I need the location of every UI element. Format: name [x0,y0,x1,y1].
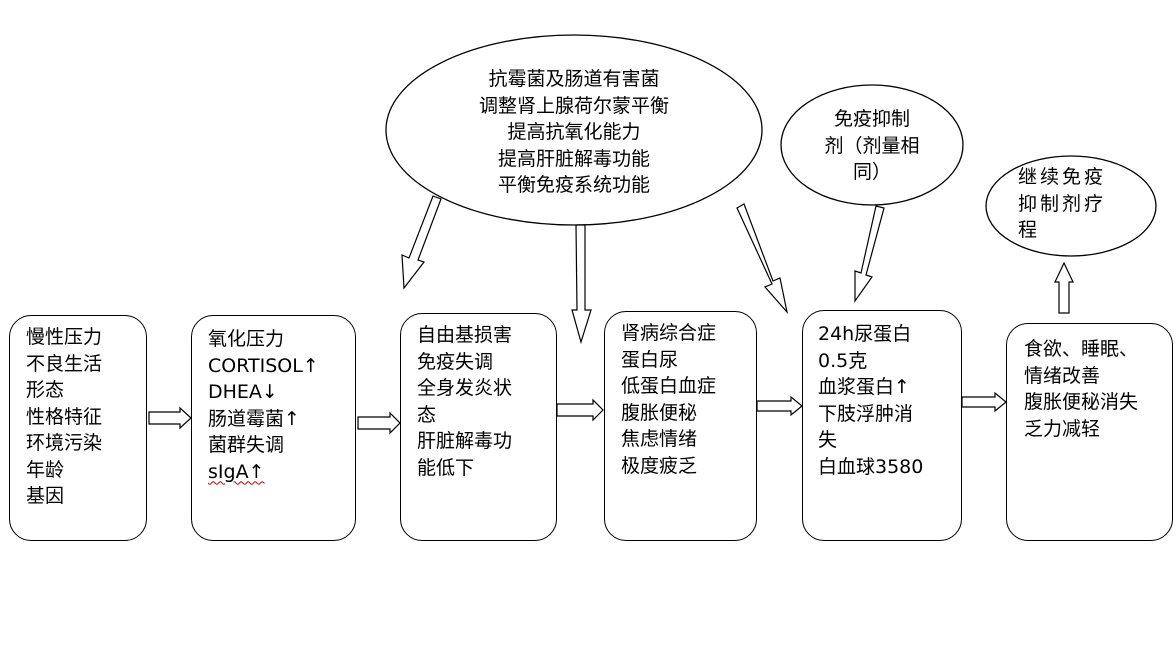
text-line: 免疫失调 [417,350,494,373]
text-line: 腹胀便秘消失 [1024,391,1139,413]
immunosuppressant-ellipse [780,84,964,206]
text-line: 态 [417,403,437,426]
text-line: 提高抗氧化能力 [507,121,641,143]
box-oxidative-stress: 氧化压力 CORTISOL↑ DHEA↓ 肠道霉菌↑ 菌群失调 sIgA↑ [191,315,356,541]
free-radical-text: 自由基损害 免疫失调 全身发炎状 态 肝脏解毒功 能低下 [417,322,512,481]
text-line: 调整肾上腺荷尔蒙平衡 [478,94,669,117]
text-line: 环境污染 [26,432,103,454]
text-line: 剂（剂量相 [824,134,920,157]
text-line: 肾病综合症 [621,322,717,344]
text-line: 0.5克 [818,349,868,372]
risk-factors-text: 慢性压力 不良生活 形态 性格特征 环境污染 年龄 基因 [26,324,102,510]
text-line: sIgA↑ [208,460,265,483]
text-line: 形态 [26,379,65,401]
text-line: 程 [1018,219,1041,241]
text-line: 肝脏解毒功 [417,430,513,452]
text-line: 平衡免疫系统功能 [497,174,650,196]
oxidative-stress-text: 氧化压力 CORTISOL↑ DHEA↓ 肠道霉菌↑ 菌群失调 sIgA↑ [208,326,319,485]
text-line: 继续免疫 [1018,166,1107,188]
text-line: 慢性压力 [26,326,103,348]
continue-treatment-ellipse [985,155,1157,257]
text-line: 抑制剂疗 [1018,192,1107,215]
text-line: 情绪改善 [1024,364,1101,387]
text-line: 低蛋白血症 [621,375,717,397]
text-line: 血浆蛋白↑ [818,376,910,398]
box-improvement: 食欲、睡眠、 情绪改善 腹胀便秘消失 乏力减轻 [1006,323,1173,541]
text-line: 年龄 [26,458,65,481]
block-arrow-down-left [854,205,885,303]
treatment-text: 抗霉菌及肠道有害菌 调整肾上腺荷尔蒙平衡 提高抗氧化能力 提高肝脏解毒功能 平衡… [424,66,724,199]
text-line: 氧化压力 [208,328,285,350]
text-line: 24h尿蛋白 [818,323,912,345]
immunosuppressant-text: 免疫抑制 剂（剂量相 同） [790,106,954,186]
text-line: 全身发炎状 [417,377,513,399]
block-arrow-right [556,398,604,422]
block-arrow-right [357,411,401,435]
treatment-ellipse [385,34,763,226]
block-arrow-down-left [401,195,442,290]
block-arrow-down [571,224,592,345]
box-nephrotic-syndrome: 肾病综合症 蛋白尿 低蛋白血症 腹胀便秘 焦虑情绪 极度疲乏 [604,311,757,541]
text-line: 免疫抑制 [833,108,910,130]
continue-treatment-text: 继续免疫 抑制剂疗 程 [1018,164,1106,244]
text-line: 蛋白尿 [621,348,679,371]
block-arrow-right [756,395,803,417]
text-line: 同） [852,161,891,183]
text-line: 肠道霉菌↑ [208,407,300,430]
text-line: 提高肝脏解毒功能 [497,147,650,170]
text-line: CORTISOL↑ [208,354,319,377]
text-line: 下肢浮肿消 [818,402,914,425]
block-arrow-right [148,406,192,430]
text-line: 能低下 [417,456,475,479]
text-line: 性格特征 [26,405,103,428]
box-lab-results: 24h尿蛋白 0.5克 血浆蛋白↑ 下肢浮肿消 失 白血球3580 [802,310,962,541]
text-line: DHEA↓ [208,381,278,403]
text-line: 菌群失调 [208,434,285,456]
text-line: 乏力减轻 [1024,417,1101,440]
text-line: 焦虑情绪 [621,428,698,450]
nephrotic-syndrome-text: 肾病综合症 蛋白尿 低蛋白血症 腹胀便秘 焦虑情绪 极度疲乏 [621,320,716,479]
block-arrow-down-right [736,203,789,315]
text-line: 自由基损害 [417,324,513,346]
lab-results-text: 24h尿蛋白 0.5克 血浆蛋白↑ 下肢浮肿消 失 白血球3580 [818,321,923,480]
block-arrow-right [961,391,1007,413]
improvement-text: 食欲、睡眠、 情绪改善 腹胀便秘消失 乏力减轻 [1024,336,1138,442]
text-line: 极度疲乏 [621,454,698,477]
text-line: 食欲、睡眠、 [1024,338,1139,360]
text-line: 失 [818,429,838,451]
text-line: 不良生活 [26,352,103,375]
text-line: 腹胀便秘 [621,401,698,424]
block-arrow-up [1054,261,1074,314]
box-free-radical-damage: 自由基损害 免疫失调 全身发炎状 态 肝脏解毒功 能低下 [400,313,557,541]
text-line: 基因 [26,485,65,507]
text-line: 抗霉菌及肠道有害菌 [488,68,660,90]
box-risk-factors: 慢性压力 不良生活 形态 性格特征 环境污染 年龄 基因 [9,315,147,541]
text-line: 白血球3580 [818,455,924,478]
